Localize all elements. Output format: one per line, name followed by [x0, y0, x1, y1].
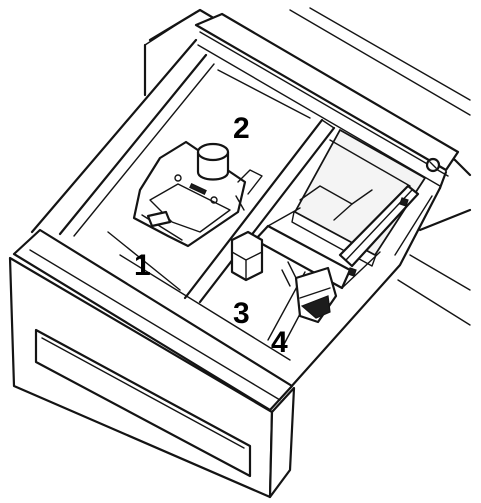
drawer-walls	[30, 38, 448, 390]
siphon-cover	[253, 129, 426, 290]
callout-3: 3	[233, 297, 250, 330]
drawer-front-panel	[8, 228, 296, 499]
drawer-handle-recess[interactable]	[34, 328, 252, 478]
callout-2: 2	[233, 112, 250, 145]
callout-1: 1	[134, 249, 151, 282]
callout-4: 4	[271, 326, 288, 359]
compartment-1-knob	[196, 142, 230, 162]
drawer-rear-rail	[194, 12, 460, 187]
compartment-1-insert	[132, 140, 263, 248]
callouts: 1 2 3 4	[134, 112, 288, 359]
compartment-3-tab	[230, 230, 264, 282]
compartment-4-insert	[281, 261, 338, 324]
